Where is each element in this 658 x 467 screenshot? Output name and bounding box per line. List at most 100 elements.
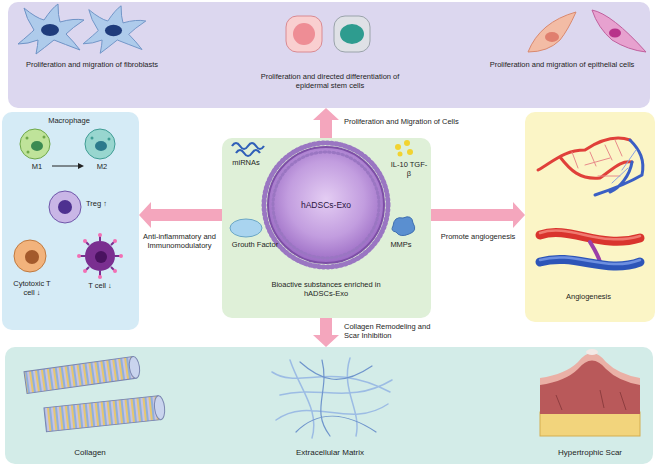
fibroblast-cell	[18, 4, 84, 54]
panel-caption: Bioactive substances enriched in hADSCs-…	[261, 280, 391, 298]
polarization-arrow	[52, 166, 79, 167]
block-arrow	[431, 202, 525, 228]
t-cell	[86, 267, 89, 270]
growth-factor-symbol	[230, 219, 262, 237]
m1-macrophage	[43, 136, 46, 139]
fibroblast-cell	[83, 6, 146, 54]
cell-label: M2	[89, 162, 115, 171]
epithelial-cell	[528, 10, 646, 52]
caption-text: Proliferation and directed differentiati…	[255, 72, 405, 90]
cell-label: M1	[24, 162, 50, 171]
cell-label-box: Cytotoxic T cell ↓	[13, 279, 51, 297]
scar-skin-section	[556, 390, 626, 410]
exosome	[268, 147, 384, 263]
caption-text: Collagen	[40, 448, 140, 458]
cytokine-dots	[395, 144, 401, 150]
cytokine-dots	[395, 140, 413, 157]
panel-fill	[525, 112, 655, 322]
m1-macrophage	[20, 129, 50, 159]
polarization-arrow	[52, 163, 84, 169]
caption-text-box: Proliferation and migration of fibroblas…	[10, 60, 174, 69]
caption-text-box: Proliferation and directed differentiati…	[255, 72, 405, 90]
scar-skin-section	[540, 357, 640, 414]
capillary-network	[538, 138, 643, 195]
mirna-symbol	[236, 150, 260, 156]
cell-label: Cytotoxic T cell ↓	[13, 279, 51, 297]
fibroblast-cell	[105, 25, 122, 36]
collagen-fiber	[24, 356, 141, 394]
caption-text: Extracellular Matrix	[270, 448, 390, 458]
stem-cell	[286, 16, 322, 52]
mmp-symbol	[392, 217, 415, 236]
cell-label: Macrophage	[2, 116, 136, 125]
m2-macrophage	[108, 138, 111, 141]
t-cell	[111, 267, 114, 270]
panel-fill	[2, 112, 139, 330]
t-cell	[83, 239, 87, 243]
collagen-fiber	[128, 356, 141, 379]
treg-cell	[49, 191, 81, 223]
capillary-network	[612, 150, 636, 183]
m1-macrophage	[31, 141, 43, 151]
collagen-fiber	[44, 396, 161, 432]
cytotoxic-t-cell	[14, 240, 46, 272]
caption-text-box: Hypertrophic Scar	[535, 448, 645, 458]
fibroblast-cell	[83, 6, 146, 54]
exosome	[264, 143, 388, 267]
epithelial-cell	[592, 10, 646, 52]
caption-text: Hypertrophic Scar	[535, 448, 645, 458]
t-cell	[77, 233, 123, 279]
t-cell	[77, 254, 81, 258]
panel-caption-box: Bioactive substances enriched in hADSCs-…	[261, 280, 391, 298]
collagen-fiber	[153, 395, 165, 420]
matrix-mesh	[272, 358, 392, 438]
scar-skin-section	[540, 349, 640, 436]
cell-label-box: Macrophage	[2, 116, 136, 125]
epithelial-cell	[528, 12, 576, 52]
blood-vessel	[540, 231, 640, 267]
top-panel: Proliferation and migration of fibroblas…	[8, 2, 650, 108]
stem-cell	[286, 16, 370, 52]
component-label-box: MMPs	[384, 240, 418, 249]
mirna-symbol	[232, 143, 264, 156]
arrow-label: Proliferation and Migration of Cells	[344, 117, 494, 126]
capillary-network	[572, 140, 622, 176]
arrow-label: Anti-inflammatory and Immunomodulatory	[139, 232, 220, 250]
cell-label-box: M2	[89, 162, 115, 171]
arrow-label: Collagen Remodeling and Scar Inhibition	[344, 322, 440, 340]
m2-macrophage	[95, 141, 107, 151]
component-label: IL-10 TGF-β	[390, 160, 428, 178]
component-label-box: IL-10 TGF-β	[390, 160, 428, 178]
cytotoxic-t-cell	[14, 240, 46, 272]
m1-macrophage	[20, 129, 50, 159]
component-label: miRNAs	[226, 158, 266, 167]
cell-label: T cell ↓	[75, 281, 125, 290]
component-label-box: Grouth Factor	[225, 240, 285, 249]
caption-text-box: Angiogenesis	[525, 292, 652, 301]
epithelial-cell	[609, 29, 621, 38]
m2-macrophage	[85, 129, 115, 159]
exosome	[264, 143, 388, 267]
exosome-panel: miRNAs IL-10 TGF-β hADSCs-ExoGrouth Factor…	[222, 138, 431, 318]
panel-fill	[5, 347, 653, 464]
t-cell	[85, 241, 115, 271]
cytotoxic-t-cell	[25, 250, 39, 264]
t-cell	[113, 239, 117, 243]
block-arrow	[313, 108, 339, 138]
arrow-label-box: Anti-inflammatory and Immunomodulatory	[139, 232, 220, 250]
mirna-symbol	[232, 143, 264, 149]
capillary-network	[538, 138, 632, 178]
arrow-label-box: Proliferation and Migration of Cells	[344, 117, 494, 126]
polarization-arrow	[78, 163, 84, 169]
exosome-name: hADSCs-Exo	[276, 200, 376, 210]
cytokine-dots	[398, 152, 403, 157]
caption-text-box: Extracellular Matrix	[270, 448, 390, 458]
cytokine-dots	[404, 140, 410, 146]
matrix-mesh	[296, 360, 376, 436]
cell-label-box: Treg ↑	[86, 199, 132, 208]
blood-vessel	[540, 257, 640, 264]
mmp-symbol	[392, 217, 415, 236]
cell-label-box: T cell ↓	[75, 281, 125, 290]
